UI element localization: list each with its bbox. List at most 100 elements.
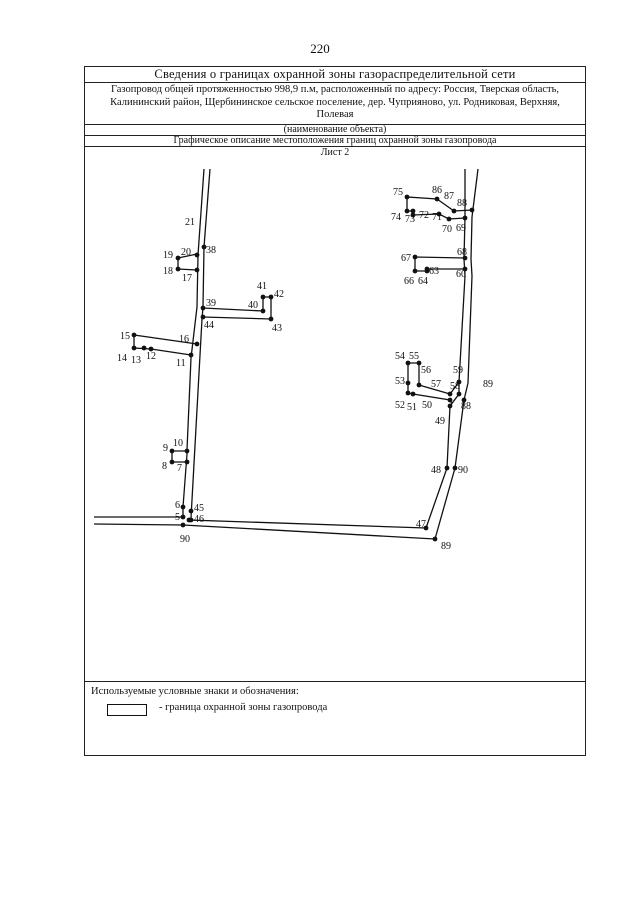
boundary-point <box>180 522 186 528</box>
point-label: 89 <box>483 379 493 390</box>
boundary-point <box>447 391 453 397</box>
boundary-point <box>424 268 430 274</box>
boundary-point <box>405 360 411 366</box>
point-label: 40 <box>248 300 258 311</box>
graphic-caption: Графическое описание местоположения гран… <box>85 136 585 147</box>
point-label: 66 <box>404 276 414 287</box>
point-label: 18 <box>163 266 173 277</box>
point-label: 46 <box>194 514 204 525</box>
boundary-point <box>194 267 200 273</box>
legend-label-boundary: - граница охранной зоны газопровода <box>159 702 328 713</box>
boundary-point <box>260 294 266 300</box>
boundary-point <box>200 305 206 311</box>
point-label: 86 <box>432 185 442 196</box>
point-label: 47 <box>416 519 426 530</box>
boundary-point <box>169 448 175 454</box>
point-label: 43 <box>272 323 282 334</box>
boundary-point <box>268 316 274 322</box>
point-label: 14 <box>117 353 127 364</box>
boundary-point <box>175 266 181 272</box>
boundary-point <box>446 216 452 222</box>
point-label: 64 <box>418 276 428 287</box>
boundary-map: 21 38 20 19 18 17 39 41 42 40 43 44 15 1… <box>93 168 493 552</box>
legend-swatch-boundary <box>107 704 147 716</box>
point-label: 38 <box>206 245 216 256</box>
point-label: 11 <box>176 358 186 369</box>
boundary-point <box>432 536 438 542</box>
point-label: 48 <box>431 465 441 476</box>
boundary-point <box>456 379 462 385</box>
boundary-point <box>260 308 266 314</box>
object-caption: (наименование объекта) <box>85 125 585 136</box>
boundary-point <box>456 391 462 397</box>
point-label: 50 <box>422 400 432 411</box>
point-label: 15 <box>120 331 130 342</box>
point-label: 57 <box>431 379 441 390</box>
boundary-line <box>202 296 272 320</box>
boundary-point <box>268 294 274 300</box>
boundary-point <box>148 346 154 352</box>
boundary-point <box>180 504 186 510</box>
boundary-point <box>175 255 181 261</box>
point-label: 90 <box>180 534 190 545</box>
boundary-point <box>180 514 186 520</box>
point-label: 90 <box>458 465 468 476</box>
point-label: 89 <box>441 541 451 552</box>
document-title: Сведения о границах охранной зоны газора… <box>85 67 585 83</box>
boundary-point <box>412 268 418 274</box>
boundary-point <box>462 266 468 272</box>
boundary-point <box>434 196 440 202</box>
sheet-label: Лист 2 <box>320 147 350 158</box>
point-label: 55 <box>409 351 419 362</box>
boundary-point <box>416 360 422 366</box>
point-label: 21 <box>185 217 195 228</box>
point-label: 87 <box>444 191 454 202</box>
point-label: 54 <box>395 351 405 362</box>
point-label: 17 <box>182 273 192 284</box>
boundary-point <box>188 508 194 514</box>
point-label: 12 <box>146 351 156 362</box>
point-label: 60 <box>456 269 466 280</box>
point-label: 51 <box>407 402 417 413</box>
point-label: 67 <box>401 253 411 264</box>
point-label: 69 <box>456 223 466 234</box>
point-labels: 21 38 20 19 18 17 39 41 42 40 43 44 15 1… <box>117 185 493 552</box>
point-label: 53 <box>395 376 405 387</box>
boundary-line <box>171 450 187 463</box>
boundary-point <box>200 314 206 320</box>
boundary-line <box>434 168 479 540</box>
boundary-point <box>469 207 475 213</box>
legend: Используемые условные знаки и обозначени… <box>85 681 585 756</box>
point-label: 73 <box>405 214 415 225</box>
boundary-point <box>405 390 411 396</box>
boundary-point <box>461 397 467 403</box>
boundary-point <box>194 341 200 347</box>
point-label: 56 <box>421 365 431 376</box>
boundary-point <box>416 382 422 388</box>
point-label: 72 <box>419 210 429 221</box>
boundary-point <box>447 397 453 403</box>
boundary-point <box>451 208 457 214</box>
point-label: 16 <box>179 334 189 345</box>
boundary-point <box>404 208 410 214</box>
point-label: 6 <box>175 500 180 511</box>
point-label: 52 <box>395 400 405 411</box>
point-label: 68 <box>457 247 467 258</box>
point-label: 45 <box>194 503 204 514</box>
point-label: 41 <box>257 281 267 292</box>
point-label: 13 <box>131 355 141 366</box>
boundary-line <box>177 253 198 271</box>
legend-title: Используемые условные знаки и обозначени… <box>91 686 299 697</box>
boundary-point <box>452 465 458 471</box>
point-label: 10 <box>173 438 183 449</box>
boundary-point <box>436 211 442 217</box>
point-label: 20 <box>181 247 191 258</box>
point-label: 42 <box>274 289 284 300</box>
page-number: 220 <box>310 41 330 56</box>
point-label: 9 <box>163 443 168 454</box>
boundary-points <box>131 194 475 542</box>
boundary-point <box>410 391 416 397</box>
boundary-point <box>404 194 410 200</box>
point-label: 7 <box>177 463 182 474</box>
point-label: 88 <box>457 198 467 209</box>
